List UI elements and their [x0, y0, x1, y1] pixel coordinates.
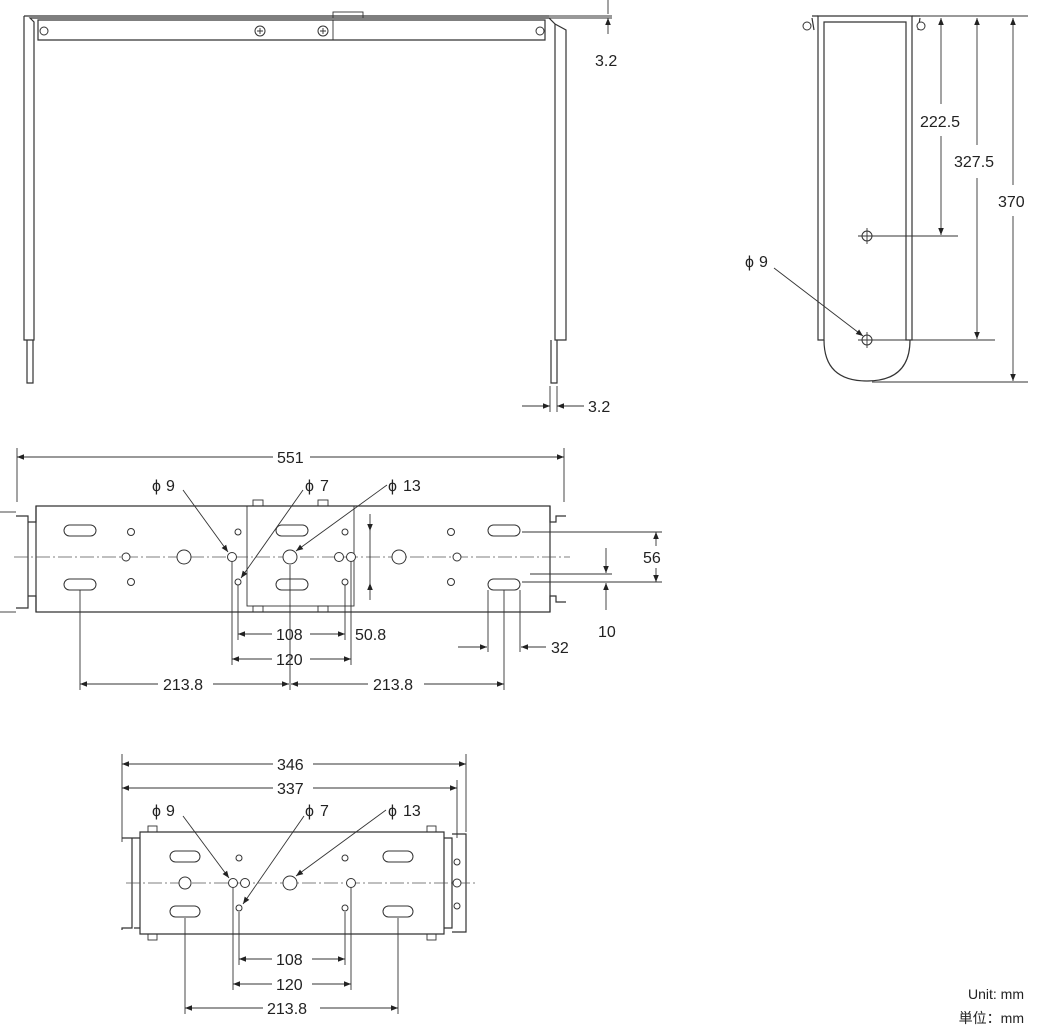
top-height-56: 56 [643, 550, 661, 567]
top-pitch-108: 108 [276, 627, 303, 644]
top-slot-length: 32 [551, 640, 569, 657]
short-overall-337: 337 [277, 781, 304, 798]
top-slot-offset: 10 [598, 624, 616, 641]
svg-text:ϕ: ϕ [388, 478, 397, 495]
unit-label-ja: 単位：mm [958, 1010, 1024, 1026]
side-dim-222-5: 222.5 [920, 114, 960, 131]
short-hole-7: 7 [320, 803, 329, 820]
top-pitch-50-8: 50.8 [355, 627, 386, 644]
top-overall-length: 551 [277, 450, 304, 467]
short-pitch-120: 120 [276, 977, 303, 994]
top-half-right: 213.8 [373, 677, 413, 694]
front-view: 3.2 3.2 [23, 0, 617, 416]
svg-text:ϕ: ϕ [305, 478, 314, 495]
svg-text:ϕ: ϕ [152, 803, 161, 820]
front-side-thickness: 3.2 [588, 399, 610, 416]
short-pitch-213-8: 213.8 [267, 1001, 307, 1018]
svg-text:ϕ: ϕ [152, 478, 161, 495]
top-hole-9: 9 [166, 478, 175, 495]
front-top-thickness: 3.2 [595, 53, 617, 70]
svg-text:ϕ: ϕ [305, 803, 314, 820]
top-hole-13: 13 [403, 478, 421, 495]
top-pitch-120: 120 [276, 652, 303, 669]
side-hole-dia: 9 [759, 254, 768, 271]
top-hole-7: 7 [320, 478, 329, 495]
short-pitch-108: 108 [276, 952, 303, 969]
top-half-left: 213.8 [163, 677, 203, 694]
svg-text:ϕ: ϕ [745, 254, 754, 271]
short-hole-9: 9 [166, 803, 175, 820]
short-overall-346: 346 [277, 757, 304, 774]
side-dim-370: 370 [998, 194, 1025, 211]
side-dim-327-5: 327.5 [954, 154, 994, 171]
svg-text:ϕ: ϕ [388, 803, 397, 820]
short-hole-13: 13 [403, 803, 421, 820]
unit-label-en: Unit: mm [968, 986, 1024, 1002]
